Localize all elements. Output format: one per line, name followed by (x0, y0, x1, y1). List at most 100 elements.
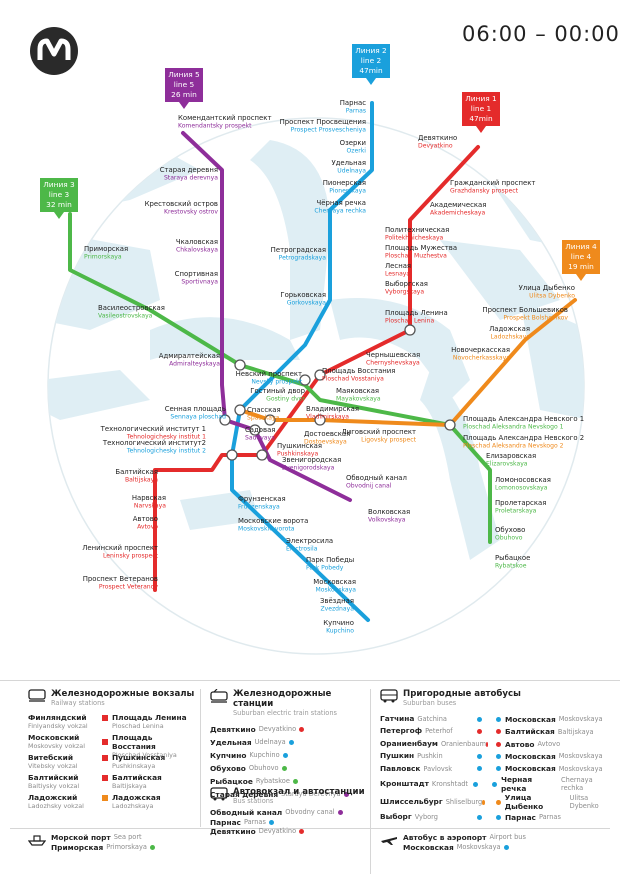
legend-en: Gatchina (417, 715, 447, 723)
legend-ru: Гатчина (380, 714, 415, 723)
line-dot (496, 799, 501, 805)
station-name-ru: Выборгская (385, 280, 428, 288)
station-name-en: Chernyshevskaya (366, 360, 420, 367)
station-name-en: Krestovsky ostrov (164, 209, 218, 216)
station-name-en: Prospekt Bolshevikov (503, 315, 568, 322)
railway-name: Финляндский (28, 713, 87, 722)
station-name-ru: Девяткино (418, 134, 457, 142)
line-dot (496, 741, 501, 747)
station-name-en: Ploschad Muzhestva (385, 253, 447, 260)
railway-metro-station: Площадь Ленина (112, 713, 187, 722)
station-name-ru: Достоевская (304, 430, 350, 438)
station-name-en: Ozerki (347, 148, 367, 155)
station-name-en: Prospect Prosvescheniya (291, 127, 367, 134)
railway-name-en: Baltiysky vokzal (28, 782, 80, 790)
station-tehnologichesky-institut-2[interactable]: Технологический институт2Tehnologichesky… (102, 439, 206, 455)
station-name-ru: Пролетарская (495, 499, 546, 507)
bus-icon (210, 787, 228, 801)
line-dot (282, 753, 288, 758)
legend-en: Peterhof (425, 727, 453, 736)
station-name-ru: Площадь Ленина (385, 309, 448, 317)
station-name-ru: Технологический институт 1 (100, 425, 206, 433)
line-dot (477, 766, 482, 772)
legend-en: Obuhovo (248, 764, 279, 772)
badge-l1-text-1: line 1 (471, 104, 492, 113)
station-name-en: Lesnaya (385, 271, 410, 278)
station-tehnologichesky-institut-1[interactable]: Технологический институт 1Tehnologichesk… (100, 425, 206, 441)
station-name-ru: Рыбацкое (495, 554, 530, 562)
station-name-en: Proletarskaya (495, 508, 537, 515)
railway-metro-station: Пушкинская (112, 753, 166, 762)
legend-en: Vyborg (414, 813, 438, 822)
sea-port-station-en: Primorskaya (106, 842, 147, 851)
bus-metro-station: Парнас (505, 812, 536, 822)
station-name-ru: Маяковская (336, 387, 379, 395)
legend-en: Devyatkino (258, 827, 297, 836)
